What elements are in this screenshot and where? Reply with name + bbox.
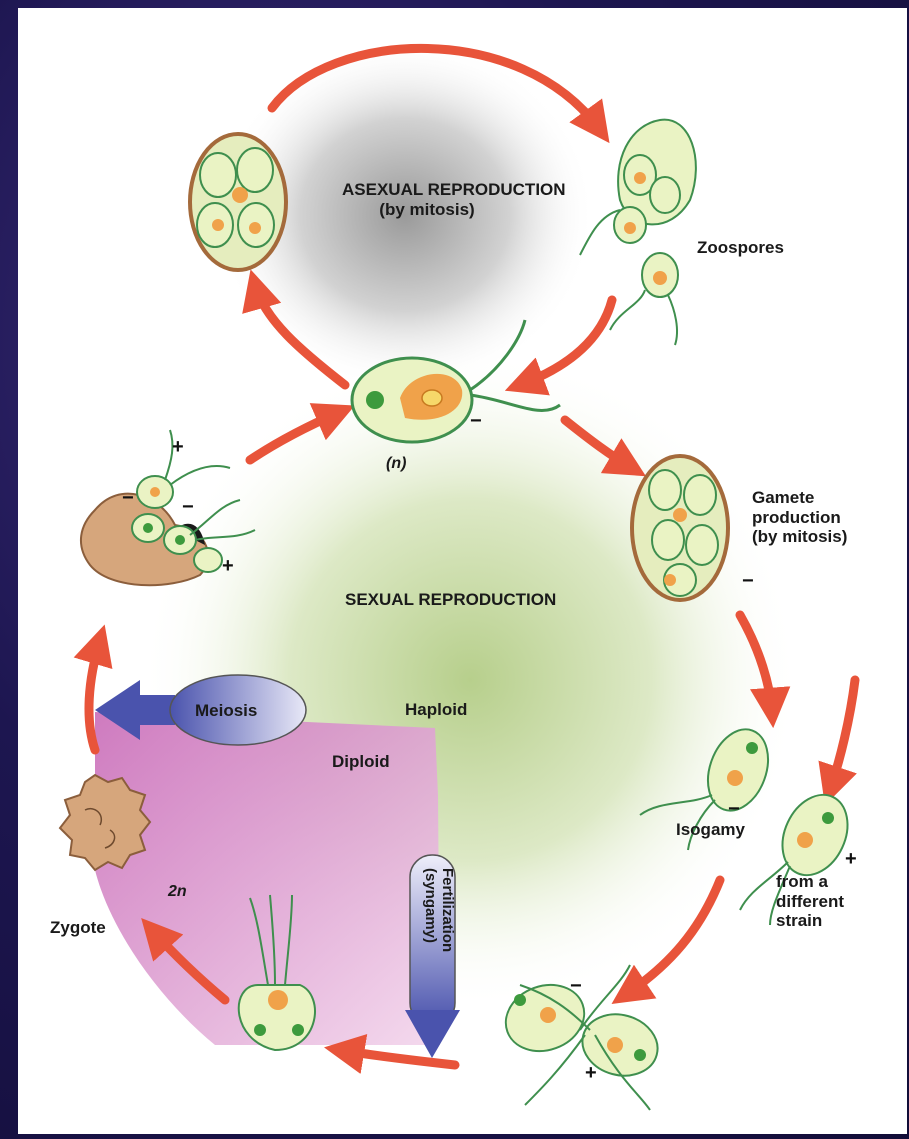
different-strain-label: from a different strain <box>776 872 844 931</box>
haploid-n-label: (n) <box>386 455 406 473</box>
isogamy-label: Isogamy <box>676 820 745 840</box>
meiosis-label: Meiosis <box>195 701 257 721</box>
strain-line-1: from a <box>776 872 828 891</box>
diploid-label: Diploid <box>332 752 390 772</box>
sign-minus-haploid-cell: − <box>470 410 482 433</box>
syngamy-text: (syngamy) <box>422 868 439 943</box>
asexual-title: ASEXUAL REPRODUCTION (by mitosis) <box>342 180 512 219</box>
sporangium <box>190 134 286 270</box>
sign-minus-gametes: − <box>742 570 754 593</box>
sign-plus-fusion: + <box>585 1062 597 1085</box>
gamete-production-line-2: production <box>752 508 841 527</box>
arrow-pair-to-fertilized <box>340 1050 455 1065</box>
sign-plus-germling-top: + <box>172 436 184 459</box>
strain-line-2: different <box>776 892 844 911</box>
sexual-title: SEXUAL REPRODUCTION <box>345 590 515 610</box>
sign-plus-isogamy: + <box>845 848 857 871</box>
ploidy-2n-label: 2n <box>168 883 187 901</box>
sign-minus-germling-mid: − <box>182 496 194 519</box>
sign-minus-fusion: − <box>570 975 582 998</box>
gamete-production-label: Gamete production (by mitosis) <box>752 488 847 547</box>
haploid-label: Haploid <box>405 700 467 720</box>
gamete-cluster <box>632 456 728 600</box>
zygote-label: Zygote <box>50 918 106 938</box>
sign-minus-isogamy: − <box>728 798 740 821</box>
asexual-subtitle: (by mitosis) <box>379 200 474 219</box>
sign-plus-germling-bottom: + <box>222 555 234 578</box>
strain-line-3: strain <box>776 911 822 930</box>
zoospores <box>580 120 696 345</box>
fertilization-label: Fertilization (syngamy) <box>422 868 457 1018</box>
gamete-production-line-1: Gamete <box>752 488 814 507</box>
sexual-title-text: SEXUAL REPRODUCTION <box>345 590 556 609</box>
arrow-gametes-down-2 <box>830 680 855 790</box>
fertilization-text: Fertilization <box>439 868 456 952</box>
zoospores-label: Zoospores <box>697 238 784 258</box>
gamete-production-line-3: (by mitosis) <box>752 527 847 546</box>
asexual-title-text: ASEXUAL REPRODUCTION <box>342 180 566 199</box>
sign-minus-germling-left: − <box>122 487 134 510</box>
